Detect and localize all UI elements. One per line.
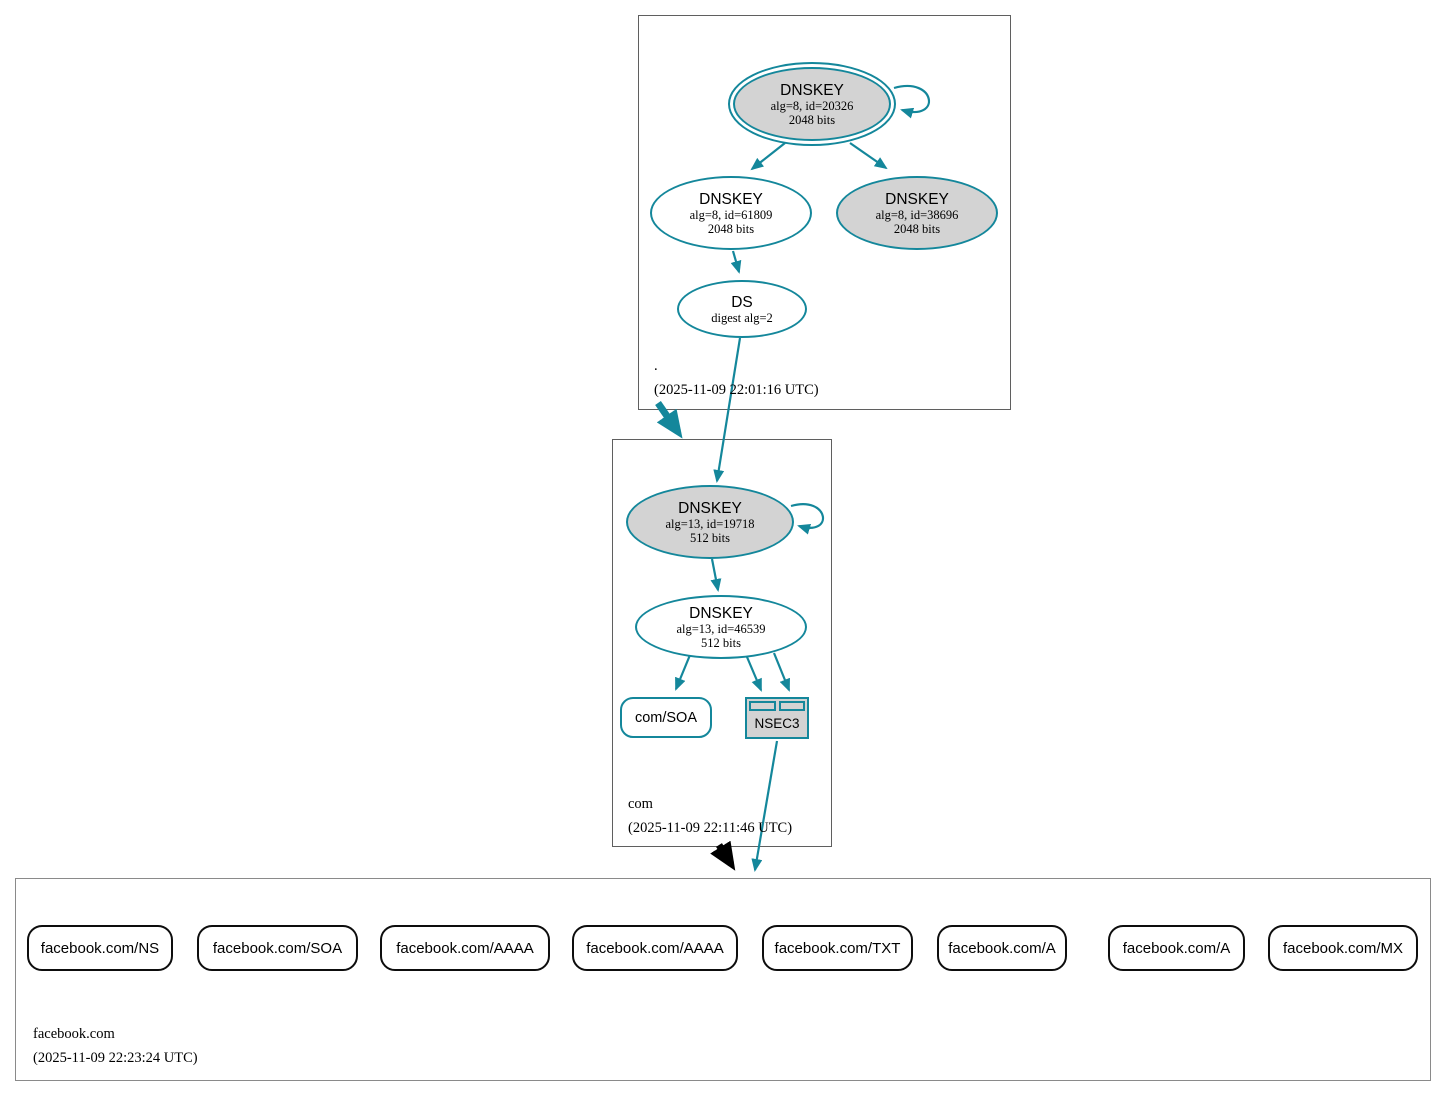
dnskey-title: DNSKEY — [885, 190, 949, 208]
dnskey-alg-id: alg=13, id=19718 — [665, 516, 755, 531]
zone-timestamp-com: (2025-11-09 22:11:46 UTC) — [628, 820, 793, 836]
nsec3-label: NSEC3 — [754, 715, 800, 731]
dnskey-alg-id: alg=13, id=46539 — [676, 621, 766, 636]
dnskey-title: DNSKEY — [678, 499, 742, 517]
rrset-node-txt[interactable]: facebook.com/TXT — [762, 925, 913, 971]
dnskey-bits: 2048 bits — [707, 221, 755, 236]
node-com-ksk-dnskey[interactable]: DNSKEY alg=13, id=19718 512 bits — [626, 485, 794, 559]
dnskey-bits: 2048 bits — [893, 221, 941, 236]
rrset-node-ns[interactable]: facebook.com/NS — [27, 925, 173, 971]
rrset-node-soa[interactable]: facebook.com/SOA — [197, 925, 358, 971]
rrset-node-a2[interactable]: facebook.com/A — [1108, 925, 1245, 971]
dnskey-bits: 512 bits — [690, 530, 730, 545]
zone-label-com: com — [628, 796, 653, 812]
node-com-soa[interactable]: com/SOA — [620, 697, 712, 738]
node-root-zsk-dnskey[interactable]: DNSKEY alg=8, id=61809 2048 bits — [650, 176, 812, 250]
zone-label-facebook: facebook.com — [33, 1026, 115, 1042]
dnskey-title: DNSKEY — [699, 190, 763, 208]
zone-label-root: . — [654, 358, 658, 374]
dnskey-alg-id: alg=8, id=61809 — [689, 207, 773, 222]
zone-box-facebook — [15, 878, 1431, 1081]
dnskey-bits: 2048 bits — [788, 112, 836, 127]
node-root-ds[interactable]: DS digest alg=2 — [677, 280, 807, 338]
rrset-node-aaaa1[interactable]: facebook.com/AAAA — [380, 925, 550, 971]
ds-digest: digest alg=2 — [711, 310, 773, 325]
node-com-zsk-dnskey[interactable]: DNSKEY alg=13, id=46539 512 bits — [635, 595, 807, 659]
edge-com-to-facebook-delegation — [710, 840, 736, 871]
ds-title: DS — [731, 293, 753, 311]
zone-timestamp-facebook: (2025-11-09 22:23:24 UTC) — [33, 1050, 198, 1066]
node-root-ksk-dnskey[interactable]: DNSKEY alg=8, id=20326 2048 bits — [728, 62, 896, 146]
dnskey-alg-id: alg=8, id=20326 — [770, 98, 854, 113]
node-root-dnskey-38696[interactable]: DNSKEY alg=8, id=38696 2048 bits — [836, 176, 998, 250]
dnskey-title: DNSKEY — [780, 81, 844, 99]
rrset-node-a1[interactable]: facebook.com/A — [937, 925, 1067, 971]
dnskey-title: DNSKEY — [689, 604, 753, 622]
rrset-node-mx[interactable]: facebook.com/MX — [1268, 925, 1418, 971]
rrset-node-aaaa2[interactable]: facebook.com/AAAA — [572, 925, 738, 971]
rrset-label: com/SOA — [634, 709, 698, 726]
dnskey-bits: 512 bits — [701, 635, 741, 650]
nsec3-header-cells — [749, 701, 805, 711]
zone-timestamp-root: (2025-11-09 22:01:16 UTC) — [654, 382, 819, 398]
node-com-nsec3[interactable]: NSEC3 — [745, 697, 809, 739]
dnskey-alg-id: alg=8, id=38696 — [875, 207, 959, 222]
